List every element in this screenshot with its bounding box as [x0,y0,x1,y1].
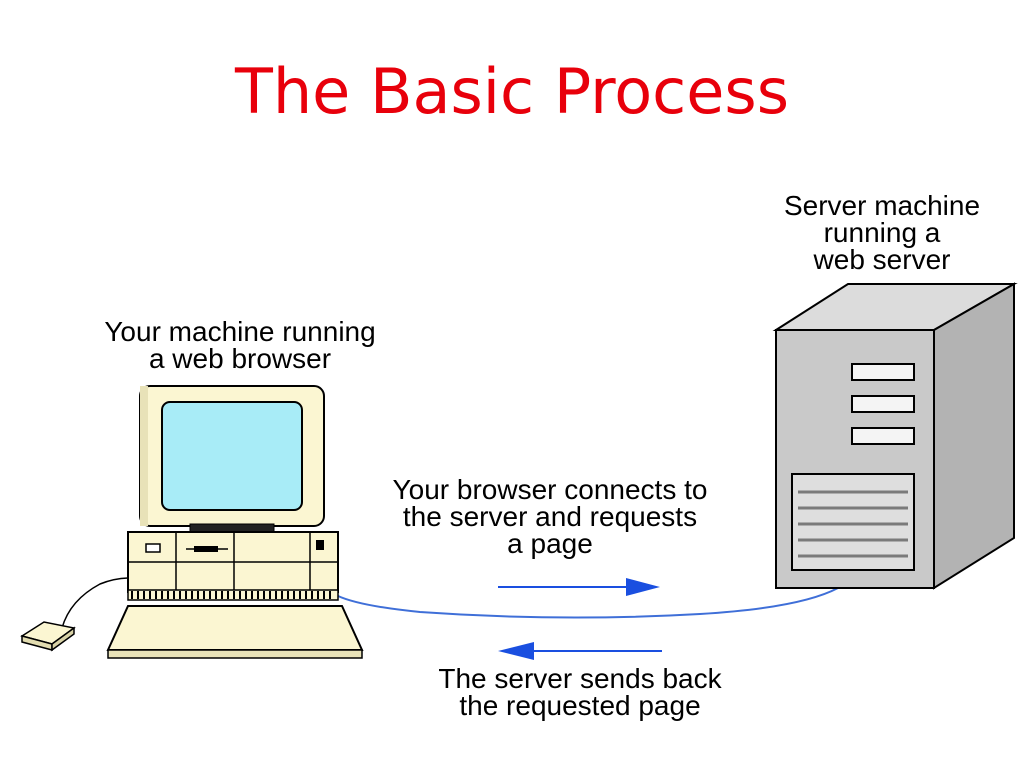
server-machine-label: Server machine running a web server [740,190,1024,275]
slide-title: The Basic Process [234,55,790,128]
response-arrow-icon [498,642,662,660]
system-unit-icon [127,531,339,601]
request-label-line: Your browser connects to [392,474,708,505]
network-cable [337,587,839,619]
response-label: The server sends back the requested page [360,663,800,721]
client-label-line: a web browser [148,343,332,374]
mouse-cable [61,577,131,629]
server-tower-icon [772,282,1018,590]
server-label-line: web server [813,244,951,275]
response-label-line: the requested page [459,690,701,721]
request-label: Your browser connects to the server and … [325,474,775,559]
computer-monitor-icon [139,385,325,533]
monitor-screen [161,401,303,511]
keyboard-icon [106,605,364,659]
server-label-line: Server machine [783,190,981,221]
client-machine-label: Your machine running a web browser [40,316,440,374]
request-arrow-icon [498,578,660,596]
request-label-line: the server and requests [402,501,698,532]
client-label-line: Your machine running [104,316,376,347]
response-label-line: The server sends back [438,663,722,694]
request-label-line: a page [507,528,593,559]
server-label-line: running a [823,217,941,248]
mouse-icon [20,621,76,652]
